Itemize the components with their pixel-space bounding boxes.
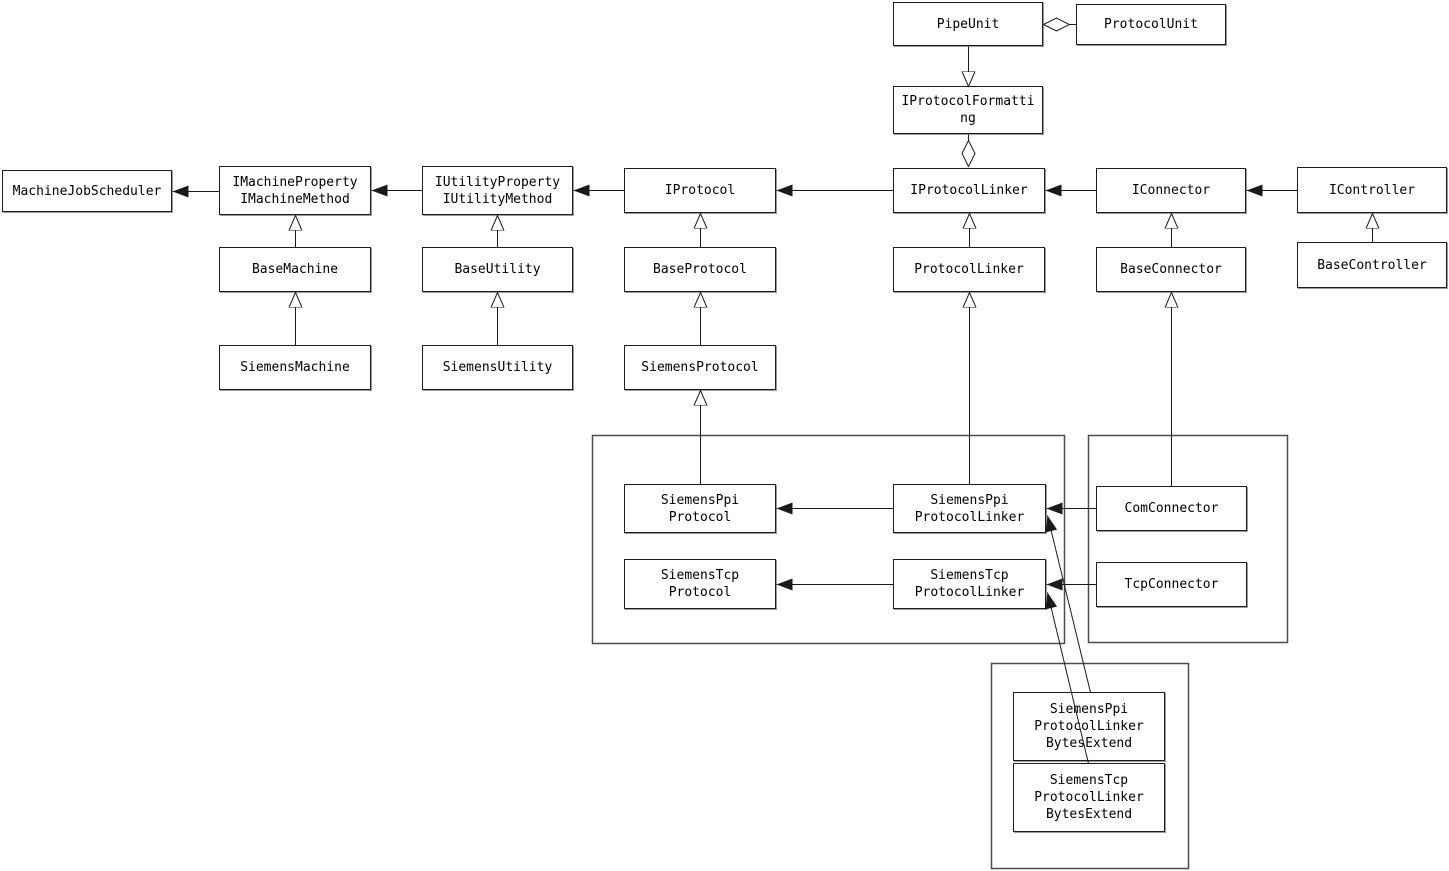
- node-label-line: MachineJobScheduler: [12, 183, 162, 199]
- node-label-line: SiemensTcp: [660, 568, 740, 583]
- node-label-line: ProtocolLinker: [1034, 790, 1144, 805]
- node-label-line: Protocol: [668, 585, 732, 600]
- node-label-line: ProtocolLinker: [914, 262, 1024, 277]
- node-label-line: IController: [1328, 182, 1416, 198]
- node-label-line: ComConnector: [1124, 501, 1219, 516]
- node-base-controller: BaseController: [1297, 242, 1447, 288]
- node-protocol-linker: ProtocolLinker: [893, 247, 1045, 292]
- node-base-protocol: BaseProtocol: [624, 247, 776, 292]
- node-siemens-machine: SiemensMachine: [219, 345, 371, 390]
- node-label-line: SiemensUtility: [442, 360, 553, 375]
- node-iprotocol: IProtocol: [624, 168, 776, 213]
- node-siemens-protocol: SiemensProtocol: [624, 345, 776, 390]
- node-label-line: IProtocolFormatti: [901, 94, 1035, 109]
- node-iprotocol-linker: IProtocolLinker: [893, 168, 1045, 213]
- node-label-line: BytesExtend: [1045, 736, 1133, 751]
- node-machine-job-scheduler: MachineJobScheduler: [2, 170, 172, 212]
- node-label-line: SiemensTcp: [1049, 773, 1129, 788]
- node-label-line: ng: [960, 111, 976, 126]
- node-label-line: BaseProtocol: [653, 262, 747, 277]
- node-label-line: ProtocolLinker: [1034, 719, 1144, 734]
- node-label-line: SiemensPpi: [660, 492, 740, 508]
- node-label-line: TcpConnector: [1124, 577, 1219, 592]
- node-pipe-unit: PipeUnit: [893, 2, 1043, 46]
- node-iprotocol-formatting: IProtocolFormatti ng: [893, 86, 1043, 134]
- node-icontroller: IController: [1297, 167, 1447, 213]
- node-label-line: Protocol: [668, 509, 732, 525]
- node-label-line: IUtilityProperty: [434, 174, 561, 190]
- node-base-machine: BaseMachine: [219, 247, 371, 292]
- node-label-line: PipeUnit: [936, 16, 1000, 32]
- node-label-line: SiemensPpi: [930, 492, 1009, 508]
- node-label-line: IProtocolLinker: [910, 183, 1028, 198]
- node-label-line: IUtilityMethod: [442, 191, 553, 207]
- node-base-utility: BaseUtility: [422, 247, 573, 292]
- node-protocol-unit: ProtocolUnit: [1076, 4, 1226, 45]
- node-label-line: BaseUtility: [454, 262, 541, 277]
- node-label-line: SiemensPpi: [1049, 702, 1129, 717]
- node-label-line: IMachineMethod: [240, 191, 350, 207]
- node-label-line: IProtocol: [664, 183, 736, 198]
- node-label-line: BaseMachine: [251, 262, 339, 277]
- node-label-line: IConnector: [1131, 183, 1211, 198]
- node-label-line: BaseConnector: [1120, 262, 1222, 277]
- node-label-line: SiemensMachine: [240, 360, 350, 375]
- node-label-line: BaseController: [1317, 257, 1427, 273]
- node-iconnector: IConnector: [1096, 168, 1246, 213]
- node-base-connector: BaseConnector: [1096, 247, 1246, 292]
- node-label-line: SiemensProtocol: [641, 360, 759, 375]
- node-siemens-utility: SiemensUtility: [422, 345, 573, 390]
- node-label-line: IMachineProperty: [232, 174, 358, 190]
- node-label-line: BytesExtend: [1045, 807, 1133, 822]
- node-label-line: ProtocolLinker: [914, 585, 1025, 600]
- node-label-line: SiemensTcp: [930, 568, 1009, 583]
- node-label-line: ProtocolUnit: [1104, 17, 1198, 32]
- node-com-connector: ComConnector: [1096, 486, 1247, 531]
- node-tcp-connector: TcpConnector: [1096, 562, 1247, 607]
- node-label-line: ProtocolLinker: [914, 509, 1025, 525]
